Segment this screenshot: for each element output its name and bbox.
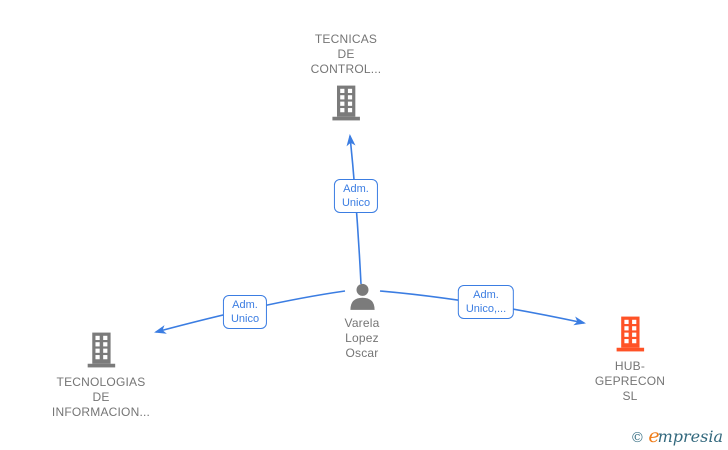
building-icon: [84, 331, 117, 369]
company-name: TECNOLOGIAS DE INFORMACION...: [51, 375, 151, 419]
building-icon: [329, 84, 362, 122]
node-company-top[interactable]: TECNICAS DE CONTROL...: [311, 32, 382, 122]
person-name: Varela Lopez Oscar: [344, 316, 380, 360]
node-person-center[interactable]: Varela Lopez Oscar: [345, 283, 380, 361]
node-company-left[interactable]: TECNOLOGIAS DE INFORMACION...: [52, 331, 150, 420]
company-name: HUB- GEPRECON SL: [594, 359, 666, 403]
building-icon: [614, 315, 647, 353]
company-name: TECNICAS DE CONTROL...: [310, 32, 382, 76]
edge-label-adm-unico-top[interactable]: Adm. Unico: [333, 179, 379, 213]
copyright-icon: ©: [630, 430, 645, 446]
empresia-logo[interactable]: © empresia: [630, 425, 723, 447]
edge-label-adm-unico-right[interactable]: Adm. Unico,...: [457, 285, 515, 319]
node-company-right[interactable]: HUB- GEPRECON SL: [595, 315, 665, 404]
brand-text: empresia: [648, 425, 723, 447]
person-icon: [347, 283, 377, 310]
edge-label-adm-unico-left[interactable]: Adm. Unico: [222, 295, 268, 329]
